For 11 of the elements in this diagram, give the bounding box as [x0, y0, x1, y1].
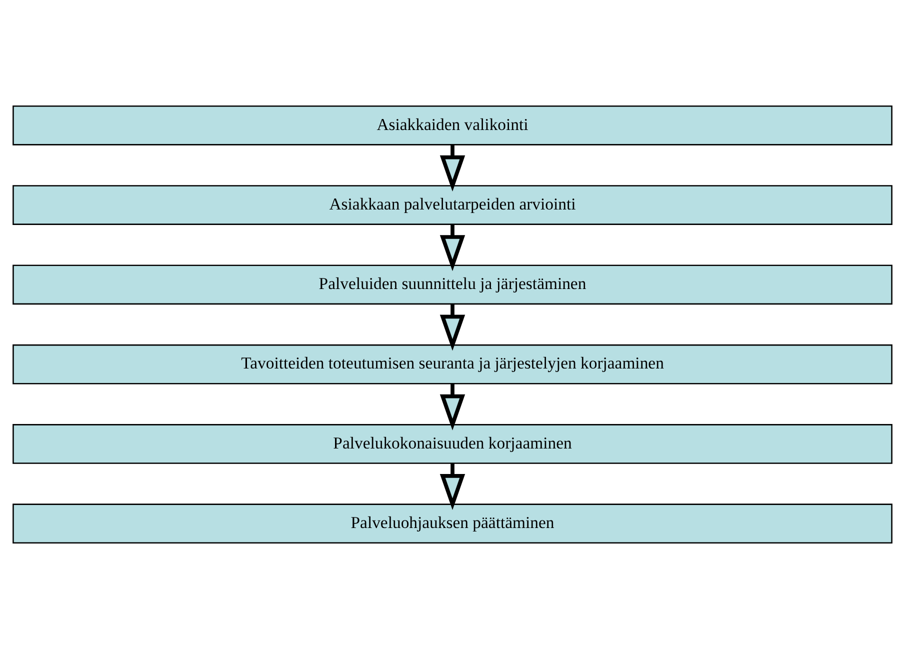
node-box: Palvelukokonaisuuden korjaaminen: [12, 424, 892, 464]
node-box: Tavoitteiden toteutumisen seuranta ja järjestelyjen korjaaminen: [12, 344, 892, 384]
node-box: Palveluiden suunnittelu ja järjestäminen: [12, 264, 892, 304]
arrow: [440, 304, 466, 350]
arrow: [440, 144, 466, 191]
node-box: Palveluohjauksen päättäminen: [12, 503, 892, 543]
arrow: [440, 224, 466, 271]
arrow: [440, 463, 466, 510]
node-box: Asiakkaan palvelutarpeiden arviointi: [12, 184, 892, 224]
arrow: [440, 383, 466, 430]
node-box: Asiakkaiden valikointi: [12, 105, 892, 145]
